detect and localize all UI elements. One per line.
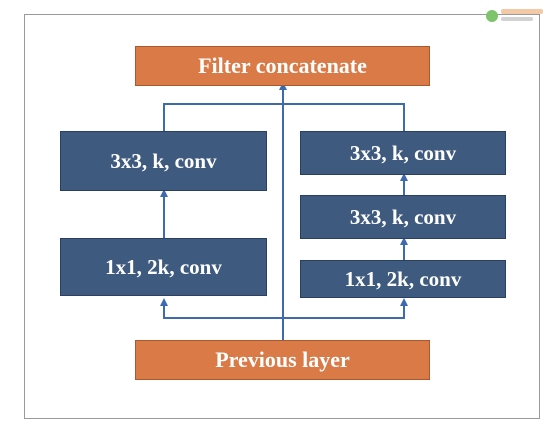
right-top-3x3-conv-label: 3x3, k, conv <box>349 140 457 165</box>
watermark-subtext-bar <box>501 17 533 21</box>
filter-concatenate-node: Filter concatenate <box>135 46 430 86</box>
top-bus <box>163 103 405 131</box>
watermark-text-bar <box>501 9 543 14</box>
right-mid-3x3-conv-label: 3x3, k, conv <box>349 204 457 229</box>
right-1x1-conv-label: 1x1, 2k, conv <box>344 266 462 291</box>
left-1x1-conv-label: 1x1, 2k, conv <box>105 254 222 279</box>
left-3x3-conv-node: 3x3, k, conv <box>60 131 267 191</box>
right-mid-3x3-conv-node: 3x3, k, conv <box>300 195 506 239</box>
logo-icon <box>486 10 498 22</box>
previous-layer-label: Previous layer <box>215 347 350 372</box>
left-1x1-conv-node: 1x1, 2k, conv <box>60 238 267 296</box>
previous-layer-node: Previous layer <box>135 340 430 380</box>
watermark-logo <box>486 8 546 26</box>
left-3x3-conv-label: 3x3, k, conv <box>110 148 217 173</box>
right-top-3x3-conv-node: 3x3, k, conv <box>300 131 506 175</box>
filter-concatenate-label: Filter concatenate <box>198 53 367 78</box>
right-1x1-conv-node: 1x1, 2k, conv <box>300 260 506 298</box>
